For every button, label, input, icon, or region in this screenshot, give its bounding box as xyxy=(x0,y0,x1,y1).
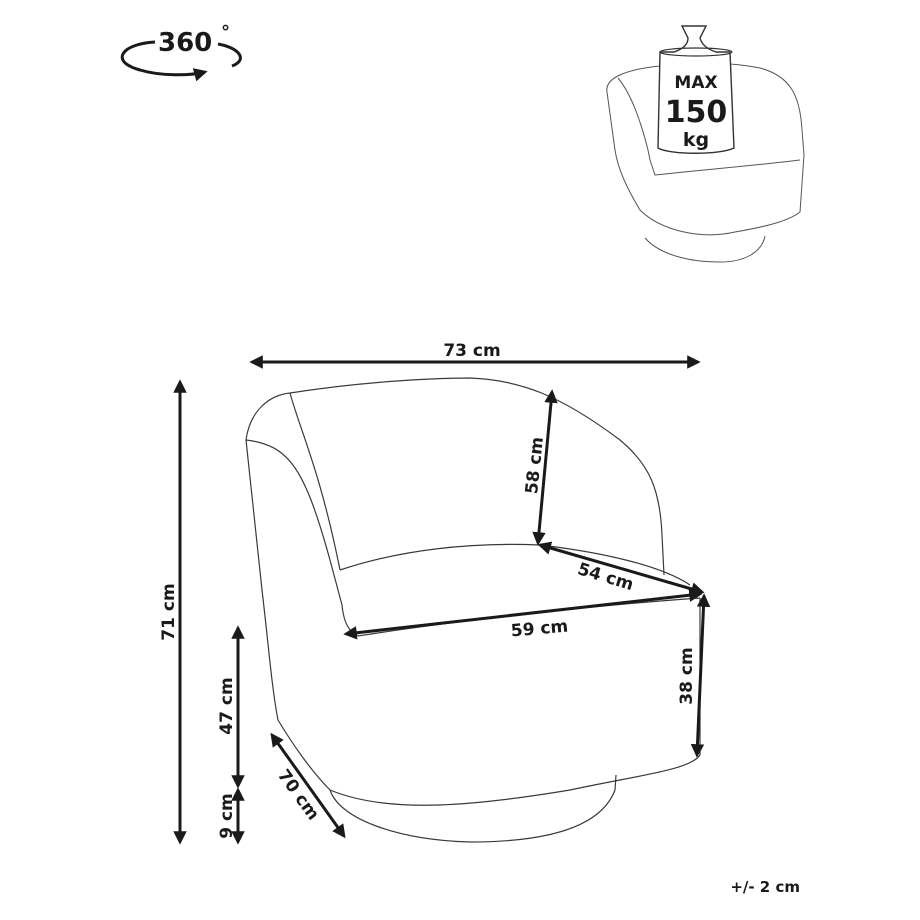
rotate-360-icon: 360 ° xyxy=(120,22,242,82)
rotation-degree-symbol: ° xyxy=(221,22,230,43)
rotation-label: 360 xyxy=(158,28,212,58)
weight-limit-illustration: MAX 150 kg xyxy=(606,25,805,263)
total-width-label: 73 cm xyxy=(443,341,500,361)
total-height-label: 71 cm xyxy=(159,583,179,640)
weight-value: 150 xyxy=(665,95,728,130)
weight-icon: MAX 150 kg xyxy=(657,25,735,154)
armrest-height-label: 38 cm xyxy=(677,647,697,704)
weight-unit: kg xyxy=(683,129,709,151)
seat-height-label: 47 cm xyxy=(217,677,237,734)
base-height-label: 9 cm xyxy=(217,793,237,839)
tolerance-note: +/- 2 cm xyxy=(730,878,800,896)
seat-width-label: 59 cm xyxy=(510,617,569,642)
dimension-lines xyxy=(173,355,711,845)
weight-max-label: MAX xyxy=(674,73,717,93)
chair-outline xyxy=(245,377,701,843)
